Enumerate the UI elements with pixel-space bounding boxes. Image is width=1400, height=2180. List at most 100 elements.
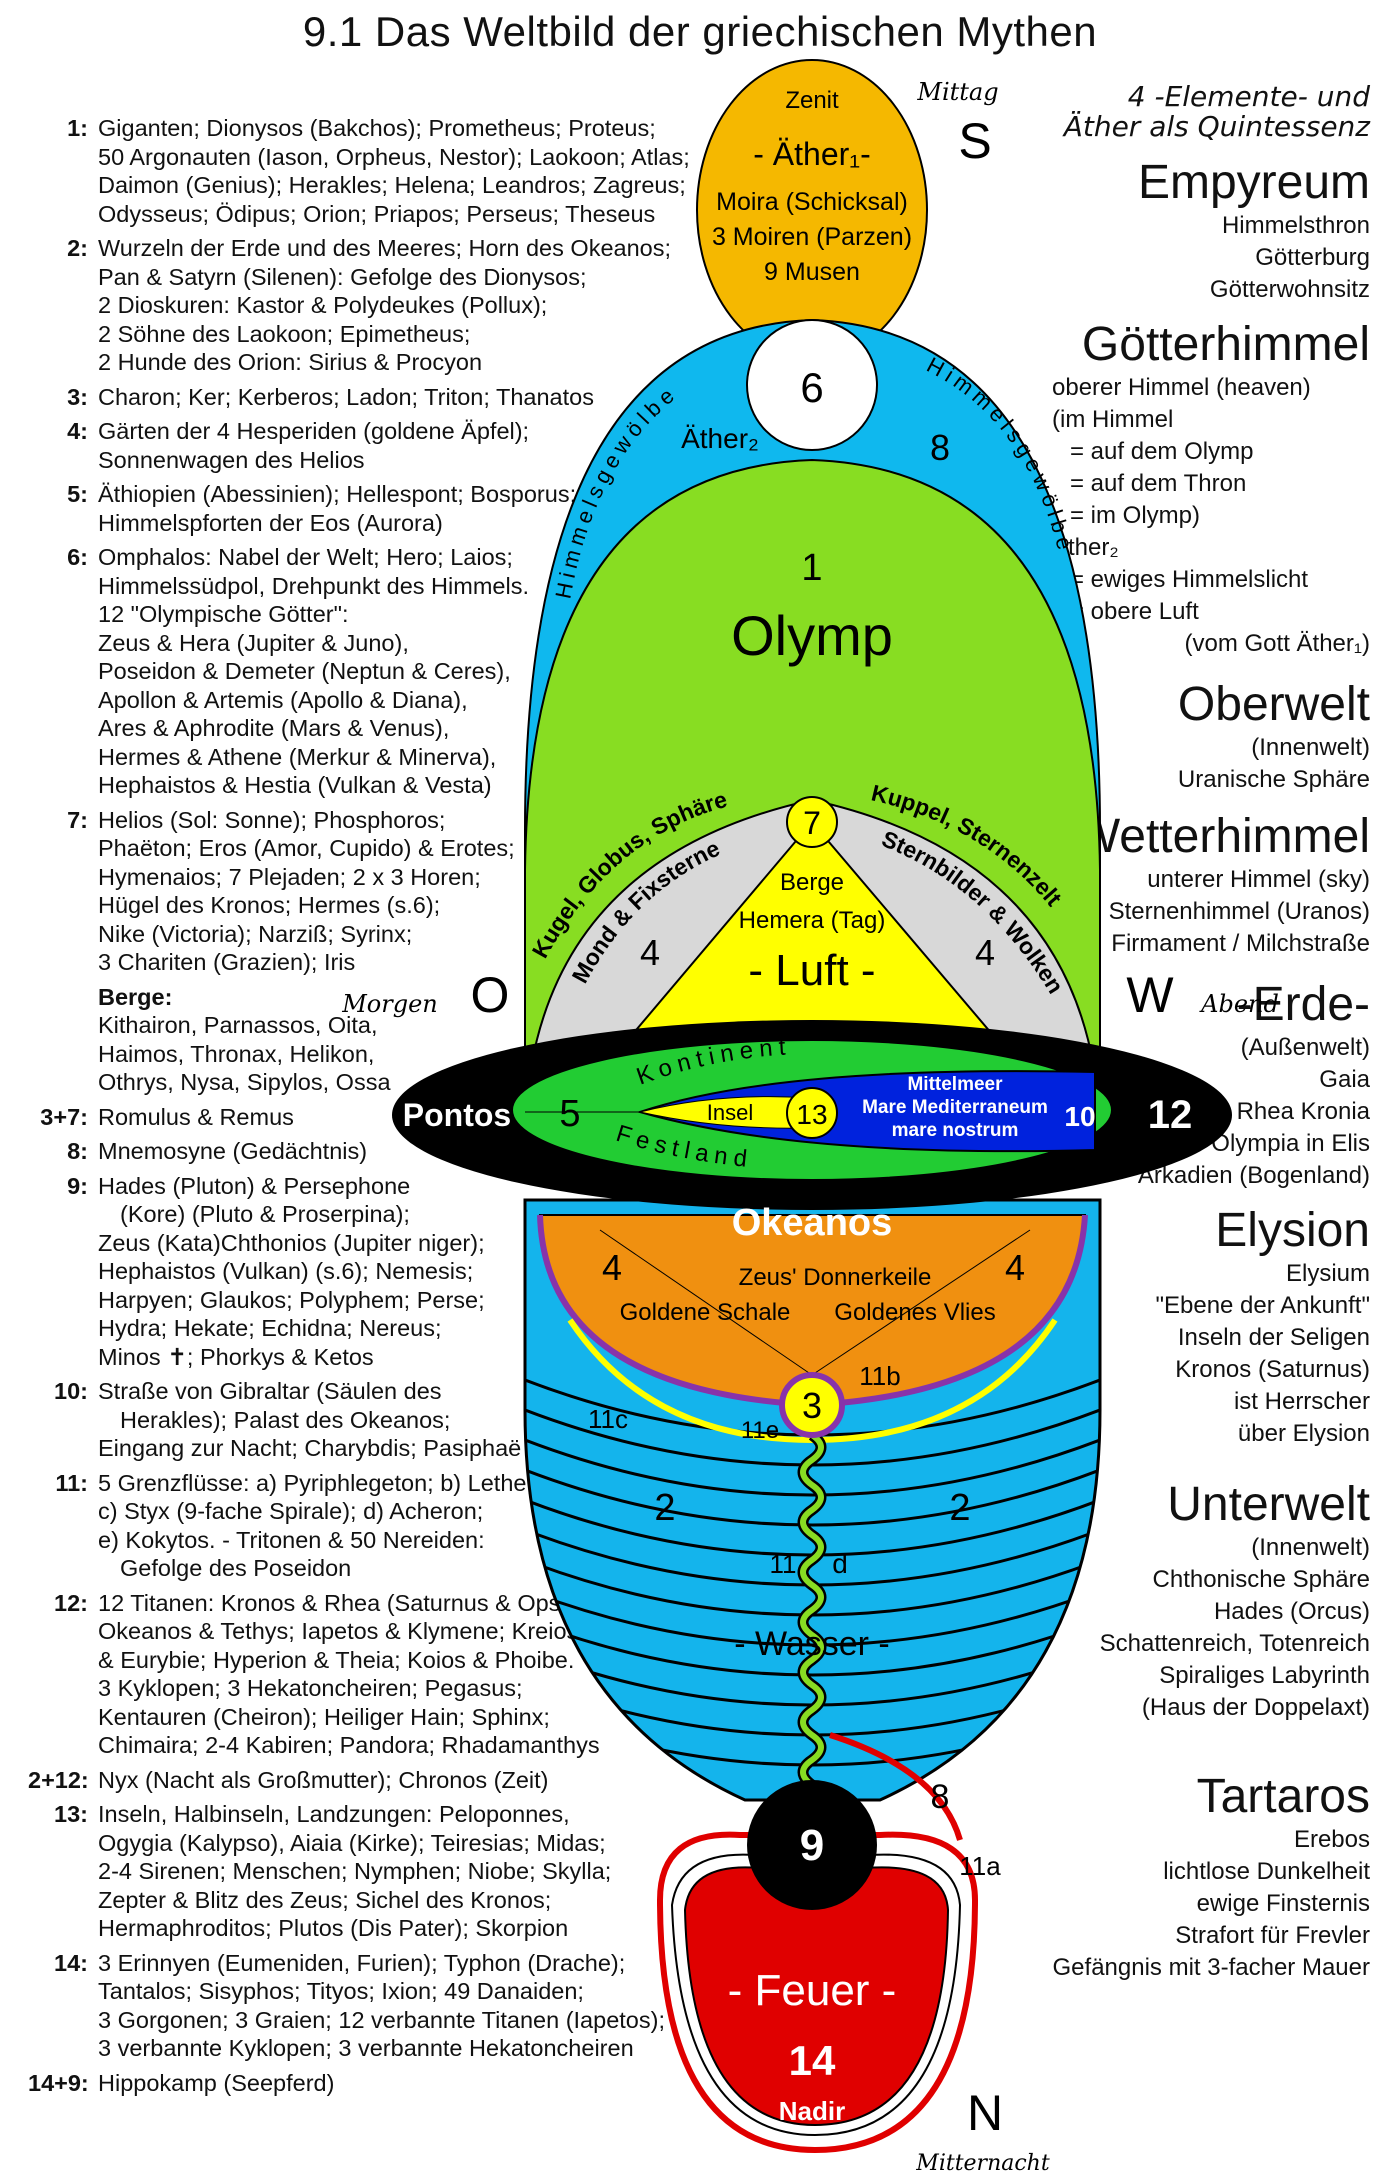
five-label: 5	[559, 1093, 580, 1135]
abend-label: Abend	[1199, 990, 1279, 1018]
erde-line: Rhea Kronia	[1236, 1098, 1370, 1125]
legend-key: 13:	[54, 1801, 88, 1827]
legend-line: 3 verbannte Kyklopen; 3 verbannte Hekato…	[98, 2035, 634, 2061]
legend-line: Nike (Victoria); Narziß; Syrinx;	[98, 920, 413, 947]
one-label: 1	[801, 547, 822, 589]
legend-entry: 6:Omphalos: Nabel der Welt; Hero; Laios;…	[28, 543, 688, 800]
two-right-label: 2	[949, 1487, 970, 1529]
legend-line: Hephaistos & Hestia (Vulkan & Vesta)	[98, 772, 492, 798]
eleven-e-label: 11e	[741, 1417, 779, 1444]
legend-line: c) Styx (9-fache Spirale); d) Acheron;	[98, 1498, 484, 1524]
legend-line: Nyx (Nacht als Großmutter); Chronos (Zei…	[98, 1766, 549, 1793]
legend-line: Daimon (Genius); Herakles; Helena; Leand…	[98, 172, 686, 198]
legend-line: Herakles); Palast des Okeanos;	[120, 1406, 451, 1433]
elysion-line: "Ebene der Ankunft"	[1155, 1292, 1370, 1319]
legend-line: 5 Grenzflüsse: a) Pyriphlegeton; b) Leth…	[98, 1469, 533, 1496]
tartaros-line: Gefängnis mit 3-facher Mauer	[1052, 1954, 1370, 1981]
legend-line: Hades (Pluton) & Persephone	[98, 1172, 411, 1199]
legend-line: Zeus & Hera (Jupiter & Juno),	[98, 629, 409, 656]
legend-entry: 2+12: Nyx (Nacht als Großmutter); Chronos…	[28, 1766, 688, 1795]
schale-label: Goldene Schale	[620, 1299, 791, 1326]
erde-line: Arkadien (Bogenland)	[1137, 1162, 1370, 1189]
legend-line: Hymenaios; 7 Plejaden; 2 x 3 Horen;	[98, 863, 481, 890]
zenit-label: Zenit	[785, 87, 839, 114]
legend-line: Harpyen; Glaukos; Polyphem; Perse;	[98, 1286, 485, 1313]
legend-entry: 12: 12 Titanen: Kronos & Rhea (Saturnus &…	[28, 1589, 688, 1760]
unterwelt-line: Chthonische Sphäre	[1152, 1566, 1370, 1593]
luft-label: - Luft -	[748, 946, 875, 995]
erde-title: -Erde-	[1236, 978, 1370, 1031]
goetterhimmel-line: = auf dem Olymp	[1070, 438, 1254, 465]
legend-key: 5:	[67, 481, 88, 507]
legend-line: Romulus & Remus	[98, 1103, 294, 1130]
legend-line: Othrys, Nysa, Sipylos, Ossa	[98, 1069, 391, 1095]
three-label: 3	[802, 1385, 822, 1426]
four-ok-right: 4	[1005, 1247, 1025, 1288]
legend-key: 2+12:	[28, 1766, 89, 1793]
oberwelt-line: (Innenwelt)	[1251, 734, 1370, 761]
legend-line: Chimaira; 2-4 Kabiren; Pandora; Rhadaman…	[98, 1732, 600, 1758]
legend-entry: 4:Gärten der 4 Hesperiden (goldene Äpfel…	[28, 417, 688, 474]
unterwelt-line: Schattenreich, Totenreich	[1099, 1630, 1370, 1657]
aether2-label: Äther₂	[681, 423, 759, 454]
legend-line: 50 Argonauten (Iason, Orpheus, Nestor); …	[98, 143, 690, 170]
legend-line: & Eurybie; Hyperion & Theia; Koios & Pho…	[98, 1646, 575, 1673]
legend-line: Okeanos & Tethys; Iapetos & Klymene; Kre…	[98, 1618, 579, 1644]
legend-key: 12:	[54, 1589, 88, 1616]
legend-line: Ares & Aphrodite (Mars & Venus),	[98, 715, 450, 741]
legend-line: Hippokamp (Seepferd)	[98, 2069, 335, 2096]
legend-key: 9:	[67, 1172, 88, 1199]
nadir-label: Nadir	[779, 2096, 845, 2126]
legend-entry: 1:Giganten; Dionysos (Bakchos); Promethe…	[28, 114, 690, 228]
mittelmeer-sea	[636, 1070, 1096, 1153]
elysion-line: über Elysion	[1237, 1420, 1370, 1447]
hemera-label: Hemera (Tag)	[739, 907, 886, 934]
spiral-ring	[525, 1578, 1100, 1647]
vlies-label: Goldenes Vlies	[834, 1299, 995, 1326]
legend-line: Helios (Sol: Sonne); Phosphoros;	[98, 806, 446, 833]
goetterhimmel-line: = im Olymp)	[1070, 502, 1201, 529]
circle-7	[786, 796, 838, 848]
wetterhimmel-title: Wetterhimmel	[1074, 810, 1370, 863]
four-left-label: 4	[640, 932, 660, 973]
legend-key: 14+9:	[28, 2069, 89, 2096]
legend-line: 12 "Olympische Götter":	[98, 601, 349, 627]
goetterhimmel-line: = obere Luft	[1070, 598, 1199, 625]
eleven-c-label: 11c	[588, 1404, 628, 1434]
legend-line: 3 Erinnyen (Eumeniden, Furien); Typhon (…	[98, 1949, 626, 1976]
legend-entry: 11:5 Grenzflüsse: a) Pyriphlegeton; b) L…	[28, 1469, 688, 1583]
legend-line: Ogygia (Kalypso), Aiaia (Kirke); Teiresi…	[98, 1829, 606, 1856]
elysion-line: ist Herrscher	[1233, 1388, 1370, 1415]
legend-line: e) Kokytos. - Tritonen & 50 Nereiden:	[98, 1526, 485, 1553]
goetterhimmel-line: = auf dem Thron	[1070, 470, 1247, 497]
legend-line: Gefolge des Poseidon	[120, 1555, 352, 1581]
unterwelt-line: Hades (Orcus)	[1213, 1598, 1370, 1625]
legend-line: 12 Titanen: Kronos & Rhea (Saturnus & Op…	[98, 1589, 575, 1616]
elysion-line: Elysium	[1285, 1260, 1370, 1287]
morgen-label: Morgen	[341, 990, 438, 1018]
legend-entry: 5:Äthiopien (Abessinien); Hellespont; Bo…	[28, 480, 688, 537]
legend-line: 3 Kyklopen; 3 Hekatoncheiren; Pegasus;	[98, 1675, 523, 1701]
legend-line: 3 Gorgonen; 3 Graien; 12 verbannte Titan…	[98, 2006, 665, 2033]
eleven-d-letter: d	[832, 1548, 848, 1579]
legend-entry: 3:Charon; Ker; Kerberos; Ladon; Triton; …	[28, 383, 688, 412]
zeus-label: Zeus' Donnerkeile	[739, 1264, 932, 1291]
elements-heading: 4 -Elemente- und Äther als Quintessenz	[1050, 82, 1370, 142]
tartaros-fire	[656, 1831, 979, 2154]
spiral-ring	[525, 1428, 1100, 1497]
mare-label: Mare Mediterraneum	[862, 1097, 1048, 1118]
section-oberwelt: Oberwelt(Innenwelt)Uranische Sphäre	[1050, 678, 1370, 796]
eight-bottom-label: 8	[931, 1778, 950, 1816]
tartaros-title: Tartaros	[1196, 1770, 1370, 1823]
eight-top-label: 8	[930, 427, 950, 468]
eleven-a-label: 11a	[959, 1851, 1001, 1881]
twelve-label: 12	[1148, 1093, 1193, 1137]
elements-heading-line: 4 -Elemente- und	[1127, 80, 1370, 113]
n-label: N	[967, 2085, 1003, 2141]
erde-line: Olympia in Elis	[1211, 1130, 1370, 1157]
elysion-line: Kronos (Saturnus)	[1175, 1356, 1370, 1383]
okeanos-label: Okeanos	[732, 1202, 893, 1244]
